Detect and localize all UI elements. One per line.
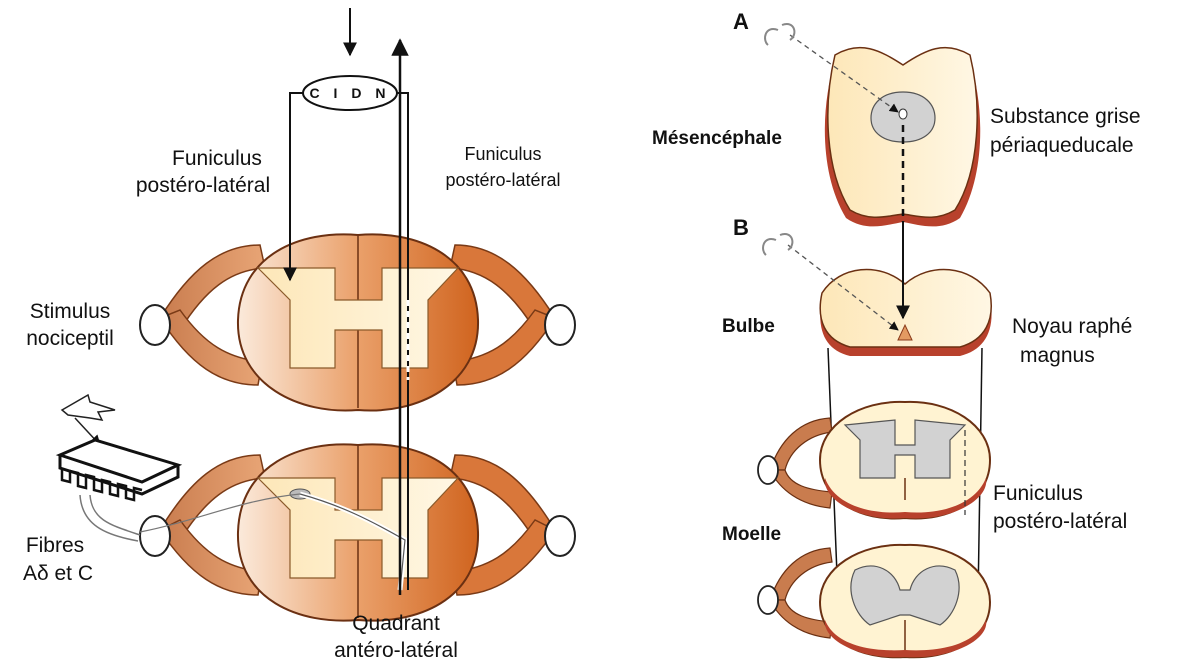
- upper-cord-segment: [140, 234, 575, 410]
- fibres-line1: Fibres: [26, 534, 84, 557]
- right-panel: A B Mésencéphale Substance grise périaqu…: [652, 9, 1141, 657]
- label-b: B: [733, 215, 749, 240]
- label-a: A: [733, 9, 749, 34]
- upper-left-ganglion: [140, 305, 170, 345]
- right-upper-cord: [758, 402, 990, 519]
- afferent-fibres: [90, 495, 140, 535]
- pipette-b: [763, 234, 792, 255]
- cidn-label: C I D N: [310, 85, 391, 101]
- funiculus-r-line2: postéro-latéral: [993, 510, 1127, 533]
- right-lower-cord: [758, 545, 990, 657]
- funiculus-right-line1: Funiculus: [464, 144, 541, 164]
- substance-line2: périaqueducale: [990, 134, 1134, 157]
- stimulus-line2: nociceptil: [26, 327, 114, 350]
- upper-right-ganglion: [545, 305, 575, 345]
- lower-left-ganglion: [140, 516, 170, 556]
- lower-right-ganglion: [545, 516, 575, 556]
- moelle-label: Moelle: [722, 524, 781, 545]
- funiculus-left-line2: postéro-latéral: [136, 174, 270, 197]
- fibres-line2: Aδ et C: [23, 562, 93, 585]
- noyau-line2: magnus: [1020, 344, 1095, 367]
- quadrant-line1: Quadrant: [352, 612, 440, 635]
- funiculus-left-line1: Funiculus: [172, 147, 262, 170]
- mesencephale-label: Mésencéphale: [652, 128, 782, 149]
- funiculus-right-line2: postéro-latéral: [445, 170, 560, 190]
- bulbe-label: Bulbe: [722, 316, 775, 337]
- substance-line1: Substance grise: [990, 105, 1141, 128]
- funiculus-r-line1: Funiculus: [993, 482, 1083, 505]
- pipette-a: [765, 24, 794, 45]
- noyau-line1: Noyau raphé: [1012, 315, 1132, 338]
- left-panel: C I D N Funiculus postéro-latéral Funicu…: [23, 8, 575, 662]
- quadrant-line2: antéro-latéral: [334, 639, 458, 662]
- stimulus-bolt: [62, 395, 115, 420]
- nociceptor-icon: [60, 440, 178, 500]
- stimulus-line1: Stimulus: [30, 300, 111, 323]
- medulla: [820, 269, 991, 356]
- lower-cord-segment: [140, 444, 575, 620]
